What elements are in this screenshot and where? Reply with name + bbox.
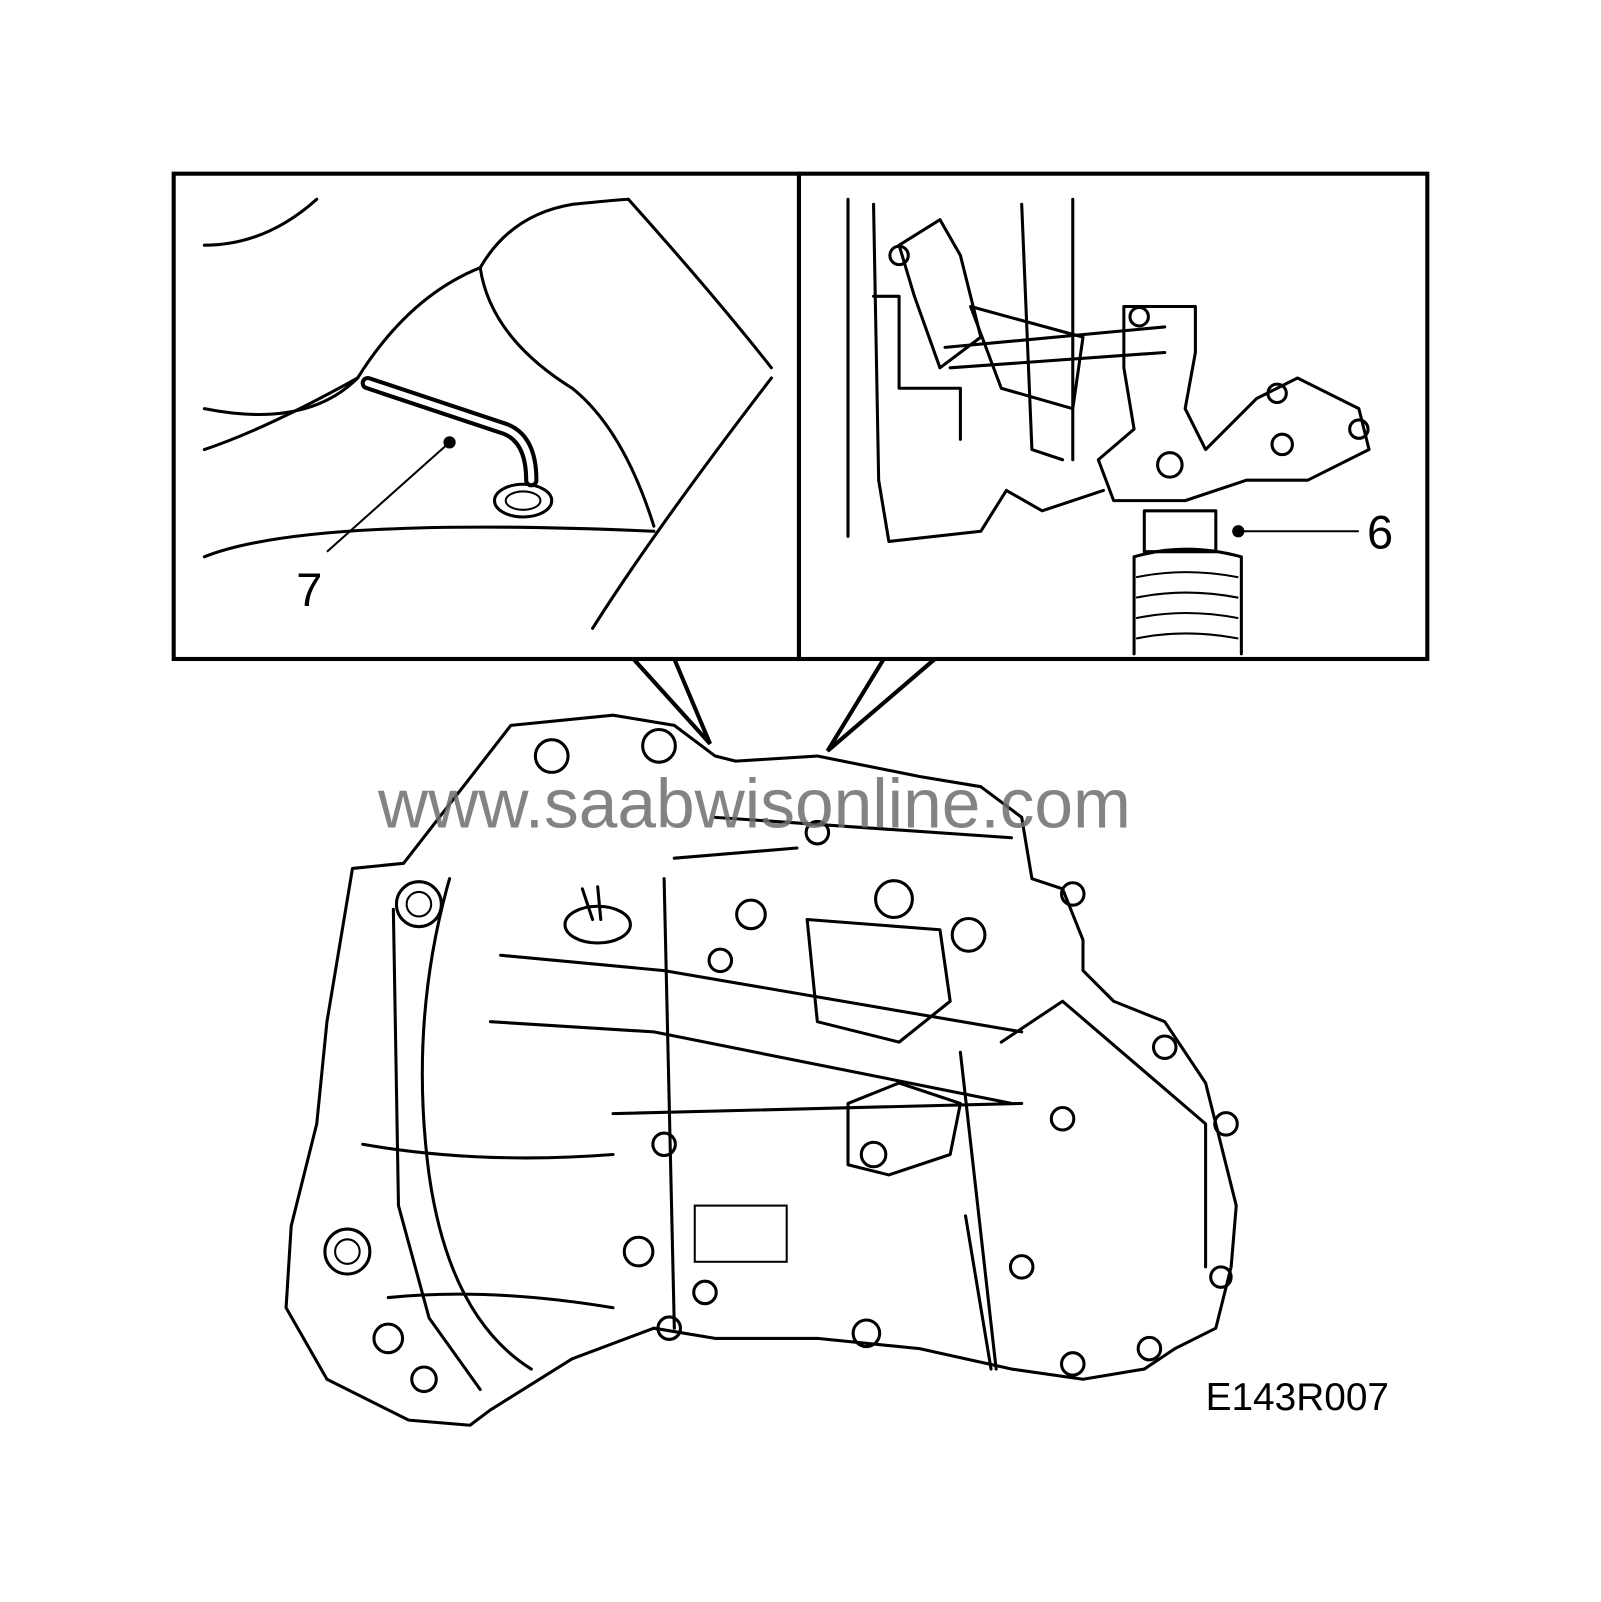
callout-label-6: 6 <box>1367 506 1393 559</box>
callout-label-7: 7 <box>296 563 322 616</box>
detail-panel-selector-joint: 6 <box>796 171 1430 662</box>
bolts <box>323 727 1239 1394</box>
figure-code: E143R007 <box>1206 1376 1389 1419</box>
callout-pointer-right <box>825 656 941 753</box>
transmission-drawing <box>284 713 1239 1427</box>
detail-panel-breather-hose: 7 <box>171 171 802 662</box>
callout-pointer-left <box>628 656 712 746</box>
watermark: www.saabwisonline.com <box>377 765 1131 843</box>
